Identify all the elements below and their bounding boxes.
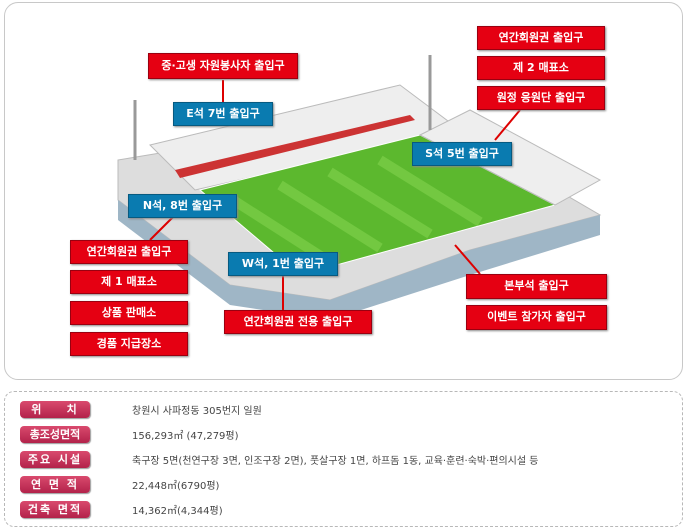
info-key: 주요 시설 — [20, 451, 90, 468]
annual-member-only-entrance-label: 연간회원권 전용 출입구 — [224, 310, 372, 334]
annual-member-entrance-right-label: 연간회원권 출입구 — [477, 26, 605, 50]
e7-entrance-label: E석 7번 출입구 — [173, 102, 273, 126]
info-value: 156,293㎡ (47,279평) — [132, 431, 239, 442]
info-row-total-area: 총조성면적 156,293㎡ (47,279평) — [20, 426, 239, 443]
headquarters-entrance-label: 본부석 출입구 — [466, 274, 607, 299]
ticket-office-1-label: 제 1 매표소 — [70, 270, 188, 294]
away-supporters-entrance-label: 원정 응원단 출입구 — [477, 86, 605, 110]
info-key: 연 면 적 — [20, 476, 90, 493]
info-key: 위 치 — [20, 401, 90, 418]
s5-entrance-label: S석 5번 출입구 — [412, 142, 512, 166]
info-row-facilities: 주요 시설 축구장 5면(천연구장 3면, 인조구장 2면), 풋살구장 1면, … — [20, 451, 538, 468]
merchandise-shop-label: 상품 판매소 — [70, 301, 188, 325]
info-key: 총조성면적 — [20, 426, 90, 443]
volunteer-entrance-label: 중·고생 자원봉사자 출입구 — [148, 53, 298, 79]
ticket-office-2-label: 제 2 매표소 — [477, 56, 605, 80]
info-value: 22,448㎡(6790평) — [132, 481, 220, 492]
w1-entrance-label: W석, 1번 출입구 — [228, 252, 338, 276]
info-row-building-area: 건축 면적 14,362㎡(4,344평) — [20, 501, 223, 518]
info-row-floor-area: 연 면 적 22,448㎡(6790평) — [20, 476, 219, 493]
info-value: 창원시 사파정동 305번지 일원 — [132, 406, 262, 417]
info-value: 14,362㎡(4,344평) — [132, 506, 223, 517]
prize-pickup-label: 경품 지급장소 — [70, 332, 188, 356]
info-value: 축구장 5면(천연구장 3면, 인조구장 2면), 풋살구장 1면, 하프돔 1… — [132, 456, 539, 467]
info-row-location: 위 치 창원시 사파정동 305번지 일원 — [20, 401, 262, 418]
annual-member-entrance-left-label: 연간회원권 출입구 — [70, 240, 188, 264]
event-participant-entrance-label: 이벤트 참가자 출입구 — [466, 305, 607, 330]
info-key: 건축 면적 — [20, 501, 90, 518]
facility-info-box — [4, 391, 683, 527]
n8-entrance-label: N석, 8번 출입구 — [128, 194, 237, 218]
